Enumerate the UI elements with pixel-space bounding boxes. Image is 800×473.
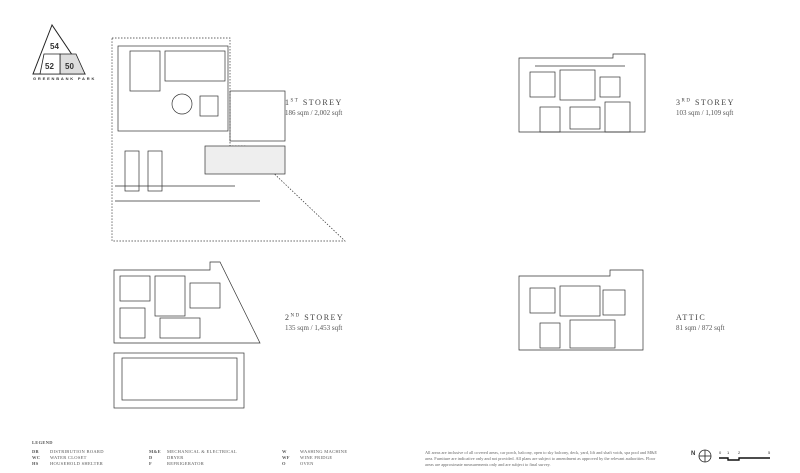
scale-tick: 1 — [727, 450, 730, 455]
storey-title: STOREY — [302, 98, 343, 107]
north-label: N — [691, 451, 696, 457]
storey-area: 103 sqm / 1,109 sqft — [676, 109, 734, 117]
scale-bar: 0 1 2 5 — [719, 450, 771, 464]
legend-label: REFRIGERATOR — [167, 461, 205, 466]
legend-code: DB — [32, 449, 39, 454]
legend-item: WC WATER CLOSET — [32, 455, 149, 461]
legend-code: WF — [282, 455, 290, 460]
legend-item: D DRYER — [149, 455, 282, 461]
storey-suffix: ST — [290, 98, 300, 104]
legend-label: DISTRIBUTION BOARD — [50, 449, 104, 454]
logo-block-54: 54 — [50, 42, 59, 51]
logo-block-50: 50 — [65, 62, 74, 71]
legend-item: M&E MECHANICAL & ELECTRICAL — [149, 449, 282, 455]
floor-plan-1st-storey — [111, 37, 346, 242]
storey-suffix: RD — [681, 98, 692, 104]
plan-label-3rd-storey: 3RD STOREY 103 sqm / 1,109 sqft — [676, 98, 735, 117]
legend-code: D — [149, 455, 153, 460]
legend-item: F REFRIGERATOR — [149, 461, 282, 467]
logo-block-52: 52 — [45, 62, 54, 71]
plan-label-attic: ATTIC 81 sqm / 872 sqft — [676, 313, 725, 332]
legend-label: WINE FRIDGE — [300, 455, 333, 460]
floor-plan-2nd-storey — [113, 261, 261, 409]
legend-code: O — [282, 461, 286, 466]
disclaimer-note: All areas are inclusive of all covered a… — [425, 450, 657, 467]
legend-label: WASHING MACHINE — [300, 449, 348, 454]
legend-item: W WASHING MACHINE — [282, 449, 347, 455]
storey-area: 135 sqm / 1,453 sqft — [285, 324, 343, 332]
legend: LEGEND DB DISTRIBUTION BOARD WC WATER CLOS… — [32, 440, 412, 467]
legend-code: HS — [32, 461, 39, 466]
compass-icon — [698, 449, 712, 463]
legend-label: MECHANICAL & ELECTRICAL — [167, 449, 237, 454]
storey-number: 2 — [285, 313, 291, 322]
scale-tick: 5 — [768, 450, 771, 455]
legend-item: O OVEN — [282, 461, 347, 467]
storey-title: STOREY — [694, 98, 735, 107]
floor-plan-attic — [518, 269, 644, 351]
storey-number: 1 — [285, 98, 291, 107]
storey-suffix: ND — [290, 313, 301, 319]
north-arrow: N — [691, 448, 715, 464]
storey-title: ATTIC — [676, 313, 707, 322]
legend-code: W — [282, 449, 287, 454]
storey-title: STOREY — [304, 313, 345, 322]
legend-title: LEGEND — [32, 440, 53, 445]
legend-label: OVEN — [300, 461, 314, 466]
legend-label: WATER CLOSET — [50, 455, 87, 460]
logo-name: GREENBANK PARK — [33, 76, 97, 81]
storey-area: 186 sqm / 2,002 sqft — [285, 109, 343, 117]
legend-code: WC — [32, 455, 41, 460]
plan-label-1st-storey: 1ST STOREY 186 sqm / 2,002 sqft — [285, 98, 343, 117]
legend-label: DRYER — [167, 455, 184, 460]
legend-item: DB DISTRIBUTION BOARD — [32, 449, 149, 455]
scale-tick: 0 — [719, 450, 722, 455]
storey-area: 81 sqm / 872 sqft — [676, 324, 725, 332]
scale-tick: 2 — [738, 450, 741, 455]
logo: 54 52 50 GREENBANK PARK — [30, 22, 94, 84]
legend-code: F — [149, 461, 153, 466]
plan-label-2nd-storey: 2ND STOREY 135 sqm / 1,453 sqft — [285, 313, 344, 332]
legend-item: WF WINE FRIDGE — [282, 455, 347, 461]
legend-code: M&E — [149, 449, 161, 454]
storey-number: 3 — [676, 98, 682, 107]
floor-plan-3rd-storey — [518, 53, 646, 133]
legend-label: HOUSEHOLD SHELTER — [50, 461, 104, 466]
legend-item: HS HOUSEHOLD SHELTER — [32, 461, 149, 467]
